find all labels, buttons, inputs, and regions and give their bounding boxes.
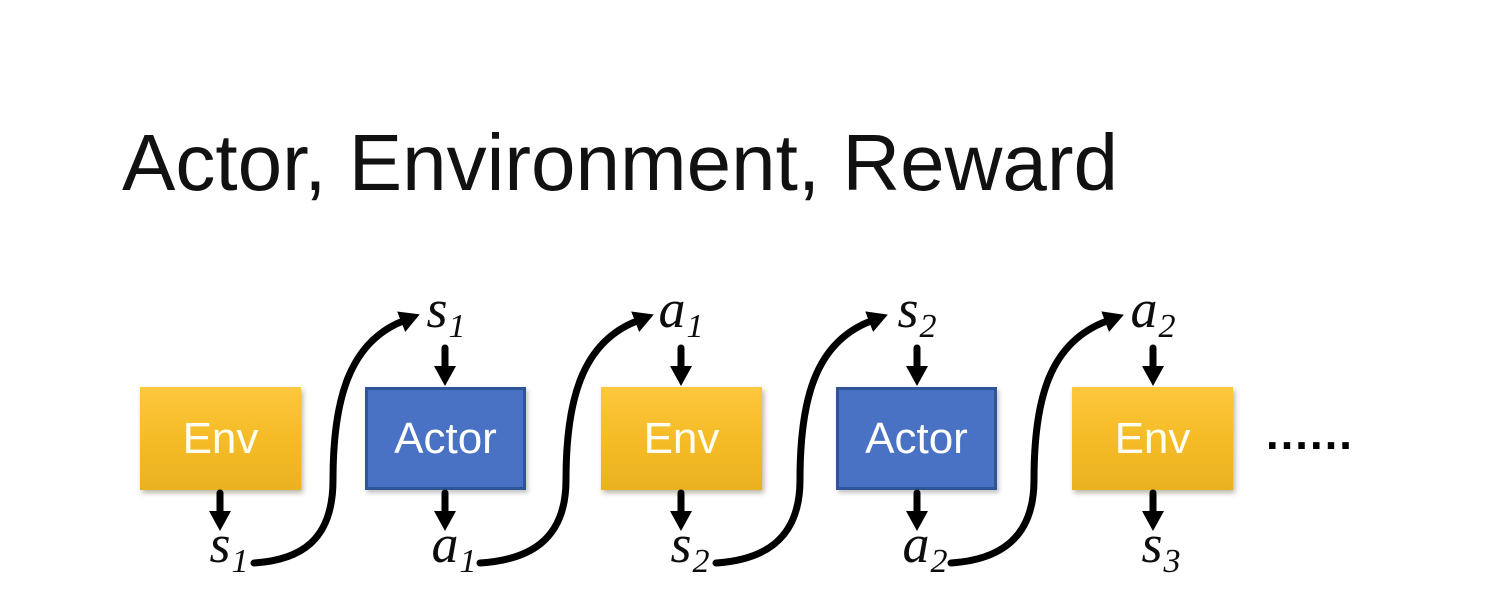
bottom-label-s2-base: s <box>670 514 692 574</box>
bottom-label-s1: s1 <box>209 514 248 579</box>
env-box-3: Env <box>1072 387 1233 490</box>
bottom-label-s2: s2 <box>670 514 709 579</box>
top-label-s2-sub: 2 <box>919 308 937 345</box>
top-label-s1: s1 <box>426 279 465 344</box>
top-label-s1-sub: 1 <box>448 308 466 345</box>
top-label-a2-base: a <box>1130 279 1158 339</box>
bottom-label-s2-sub: 2 <box>692 543 710 580</box>
bottom-label-s3-base: s <box>1141 514 1163 574</box>
top-label-s2-base: s <box>897 279 919 339</box>
top-label-a1-sub: 1 <box>686 308 704 345</box>
env-box-2: Env <box>601 387 762 490</box>
bottom-label-a1: a1 <box>431 514 477 579</box>
actor-box-2: Actor <box>836 387 997 490</box>
actor-box-1-label: Actor <box>394 413 497 463</box>
top-label-a1-base: a <box>658 279 686 339</box>
continuation-dots: …… <box>1264 407 1354 459</box>
bottom-label-s1-base: s <box>209 514 231 574</box>
top-label-a1: a1 <box>658 279 704 344</box>
top-label-a2-sub: 2 <box>1158 308 1176 345</box>
bottom-label-a1-base: a <box>431 514 459 574</box>
bottom-label-a1-sub: 1 <box>459 543 477 580</box>
bottom-label-s1-sub: 1 <box>231 543 249 580</box>
bottom-label-a2-sub: 2 <box>930 543 948 580</box>
bottom-label-s3-sub: 3 <box>1163 543 1181 580</box>
bottom-label-s3: s3 <box>1141 514 1180 579</box>
bottom-label-a2: a2 <box>902 514 948 579</box>
env-box-1-label: Env <box>182 413 259 463</box>
top-label-s1-base: s <box>426 279 448 339</box>
env-box-2-label: Env <box>643 413 720 463</box>
env-box-1: Env <box>140 387 301 490</box>
top-label-a2: a2 <box>1130 279 1176 344</box>
bottom-label-a2-base: a <box>902 514 930 574</box>
actor-box-2-label: Actor <box>865 413 968 463</box>
slide-title: Actor, Environment, Reward <box>122 118 1118 207</box>
env-box-3-label: Env <box>1114 413 1191 463</box>
top-label-s2: s2 <box>897 279 936 344</box>
actor-box-1: Actor <box>365 387 526 490</box>
